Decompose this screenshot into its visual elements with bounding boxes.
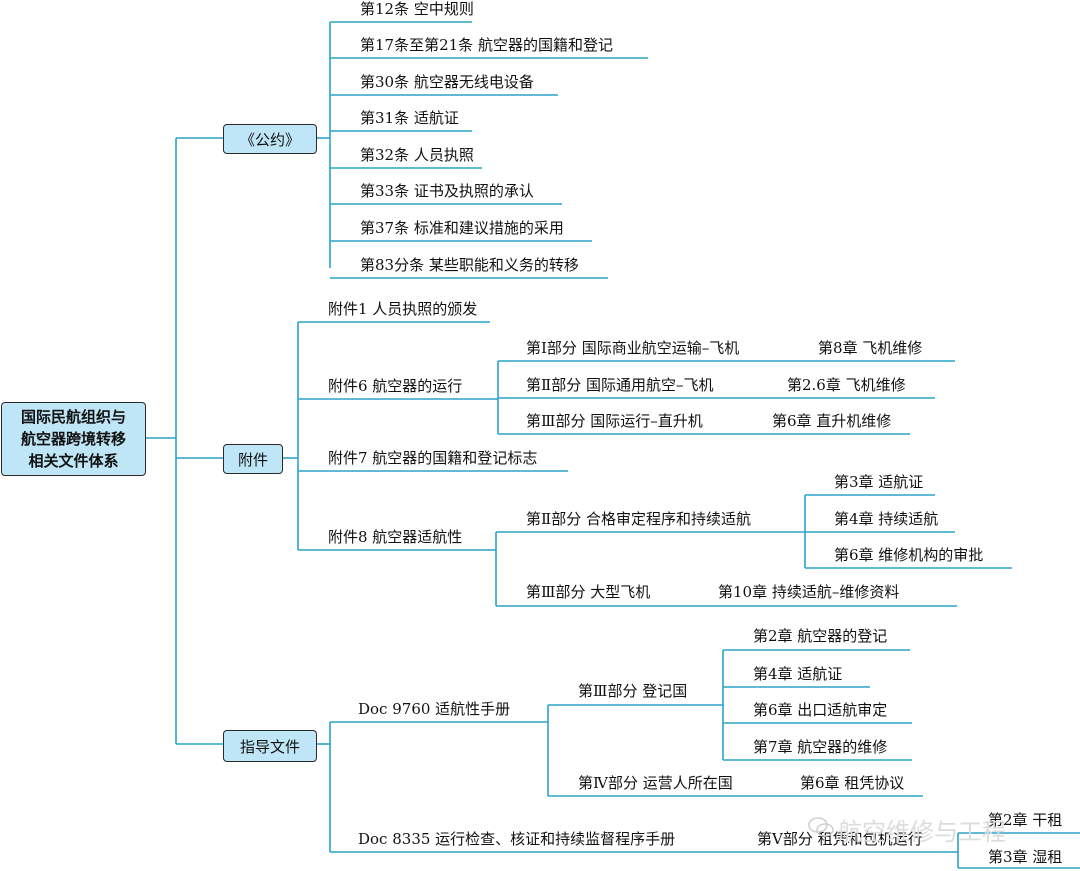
article-37: 第37条 标准和建议措施的采用 bbox=[360, 219, 564, 237]
annex8-part2-ch4: 第4章 持续适航 bbox=[834, 510, 939, 528]
doc-9760: Doc 9760 适航性手册 bbox=[358, 700, 511, 718]
annex6-part2-chapter: 第2.6章 飞机维修 bbox=[787, 376, 906, 394]
doc8335-ch3: 第3章 湿租 bbox=[988, 848, 1063, 866]
annex8-part3-ch10: 第10章 持续适航–维修资料 bbox=[718, 583, 900, 601]
annex6-part1: 第Ⅰ部分 国际商业航空运输–飞机 bbox=[526, 339, 740, 357]
article-12: 第12条 空中规则 bbox=[360, 0, 474, 18]
root-line-2: 航空器跨境转移 bbox=[20, 430, 126, 448]
annex-6: 附件6 航空器的运行 bbox=[328, 377, 463, 395]
root-node: 国际民航组织与 航空器跨境转移 相关文件体系 bbox=[1, 402, 146, 476]
article-32: 第32条 人员执照 bbox=[360, 146, 474, 164]
root-line-3: 相关文件体系 bbox=[28, 452, 119, 470]
convention-node: 《公约》 bbox=[223, 124, 317, 154]
annex6-part3: 第Ⅲ部分 国际运行–直升机 bbox=[526, 412, 703, 430]
doc9760-part4: 第Ⅳ部分 运营人所在国 bbox=[578, 774, 733, 792]
doc8335-part5: 第Ⅴ部分 租凭和包机运行 bbox=[757, 830, 923, 848]
guidance-node: 指导文件 bbox=[223, 730, 317, 762]
article-30: 第30条 航空器无线电设备 bbox=[360, 73, 534, 91]
doc9760-part4-ch6: 第6章 租凭协议 bbox=[800, 774, 905, 792]
article-83bis: 第83分条 某些职能和义务的转移 bbox=[360, 256, 579, 274]
doc9760-ch4: 第4章 适航证 bbox=[753, 665, 843, 683]
annex8-part2-ch6: 第6章 维修机构的审批 bbox=[834, 546, 984, 564]
article-33: 第33条 证书及执照的承认 bbox=[360, 182, 534, 200]
annex6-part3-chapter: 第6章 直升机维修 bbox=[772, 412, 892, 430]
annex-1: 附件1 人员执照的颁发 bbox=[328, 300, 478, 318]
doc9760-part3: 第Ⅲ部分 登记国 bbox=[578, 682, 688, 700]
article-31: 第31条 适航证 bbox=[360, 109, 459, 127]
doc9760-ch2: 第2章 航空器的登记 bbox=[753, 627, 888, 645]
doc9760-ch7: 第7章 航空器的维修 bbox=[753, 738, 888, 756]
article-17-21: 第17条至第21条 航空器的国籍和登记 bbox=[360, 36, 613, 54]
doc-8335: Doc 8335 运行检查、核证和持续监督程序手册 bbox=[358, 830, 676, 848]
annex6-part2: 第Ⅱ部分 国际通用航空–飞机 bbox=[526, 376, 714, 394]
annex6-part1-chapter: 第8章 飞机维修 bbox=[818, 339, 923, 357]
wechat-icon bbox=[808, 817, 834, 837]
annexes-node: 附件 bbox=[223, 444, 283, 474]
annex8-part2: 第Ⅱ部分 合格审定程序和持续适航 bbox=[526, 510, 751, 528]
watermark: 航空维修与工程 bbox=[838, 818, 1006, 846]
doc8335-ch2: 第2章 干租 bbox=[988, 811, 1063, 829]
annex-7: 附件7 航空器的国籍和登记标志 bbox=[328, 449, 538, 467]
annex8-part2-ch3: 第3章 适航证 bbox=[834, 473, 924, 491]
doc9760-ch6: 第6章 出口适航审定 bbox=[753, 701, 888, 719]
annex8-part3: 第Ⅲ部分 大型飞机 bbox=[526, 583, 651, 601]
root-line-1: 国际民航组织与 bbox=[20, 408, 126, 426]
annex-8: 附件8 航空器适航性 bbox=[328, 528, 463, 546]
